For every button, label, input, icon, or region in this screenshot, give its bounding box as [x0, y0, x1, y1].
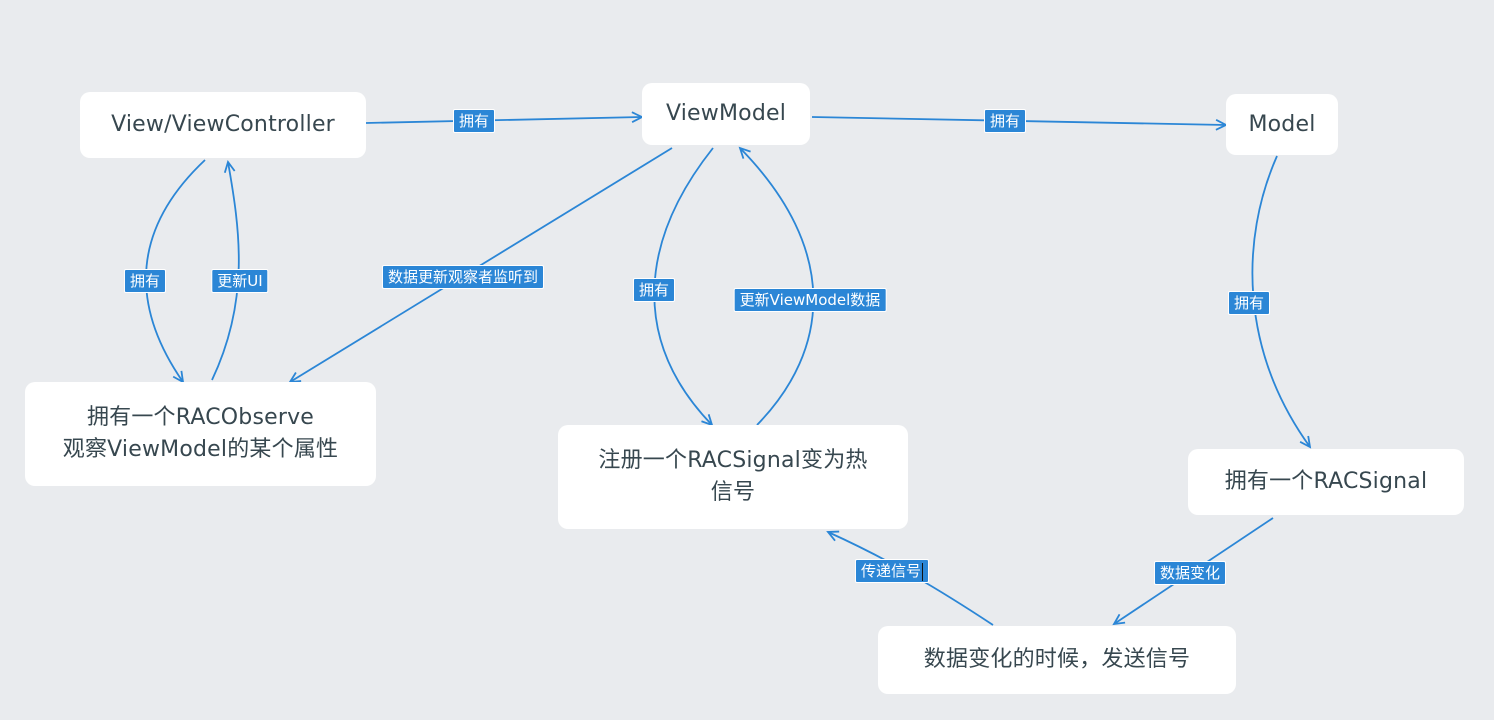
- text-cursor: [922, 562, 924, 581]
- label-vm-to-observe[interactable]: 数据更新观察者监听到: [381, 265, 545, 289]
- edge-vc-to-vm: [365, 111, 645, 124]
- label-signal-to-change[interactable]: 数据变化: [1153, 561, 1227, 585]
- label-hot-to-vm[interactable]: 更新ViewModel数据: [733, 288, 887, 312]
- label-vm-to-hot[interactable]: 拥有: [632, 278, 676, 302]
- label-change-to-hot-text: 传递信号: [860, 562, 922, 580]
- node-rac-signal-hot[interactable]: 注册一个RACSignal变为热 信号: [558, 425, 908, 529]
- node-data-change-text: 数据变化的时候，发送信号: [923, 647, 1191, 672]
- label-observe-to-vc[interactable]: 更新UI: [211, 269, 269, 293]
- edge-hot-to-vm: [738, 146, 815, 426]
- node-model-text: Model: [1248, 111, 1316, 137]
- node-data-change[interactable]: 数据变化的时候，发送信号: [878, 626, 1236, 694]
- node-rac-signal[interactable]: 拥有一个RACSignal: [1188, 449, 1464, 515]
- node-view-model-text: ViewModel: [665, 101, 787, 126]
- node-rac-observe-text: 拥有一个RACObserve 观察ViewModel的某个属性: [62, 405, 339, 462]
- label-vm-to-model[interactable]: 拥有: [983, 109, 1027, 133]
- label-vc-to-observe[interactable]: 拥有: [123, 269, 167, 293]
- edge-observe-to-vc: [211, 160, 240, 381]
- node-view-controller-text: View/ViewController: [111, 112, 335, 137]
- node-rac-signal-text: 拥有一个RACSignal: [1224, 469, 1428, 494]
- node-view-model[interactable]: ViewModel: [642, 83, 810, 145]
- label-vc-to-vm[interactable]: 拥有: [452, 109, 496, 133]
- label-change-to-hot[interactable]: 传递信号: [854, 559, 930, 583]
- node-rac-observe[interactable]: 拥有一个RACObserve 观察ViewModel的某个属性: [25, 382, 376, 486]
- label-model-to-signal[interactable]: 拥有: [1227, 291, 1271, 315]
- node-model[interactable]: Model: [1226, 94, 1338, 155]
- node-view-controller[interactable]: View/ViewController: [80, 92, 366, 158]
- node-rac-signal-hot-text: 注册一个RACSignal变为热 信号: [598, 448, 868, 505]
